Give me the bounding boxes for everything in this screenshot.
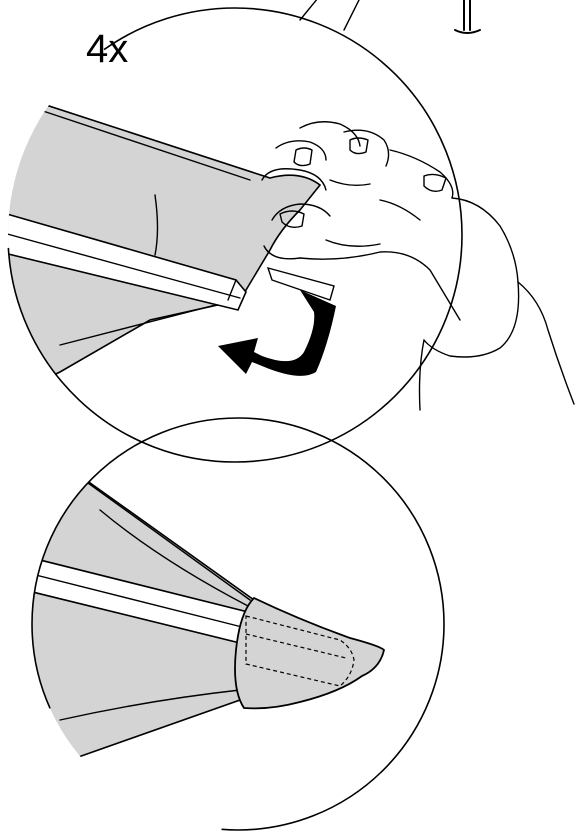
detail-circle-top: 4x xyxy=(0,8,574,462)
detail-circle-bottom xyxy=(0,418,444,830)
end-cap-pocket xyxy=(235,598,384,708)
repeat-count-label: 4x xyxy=(86,27,128,71)
